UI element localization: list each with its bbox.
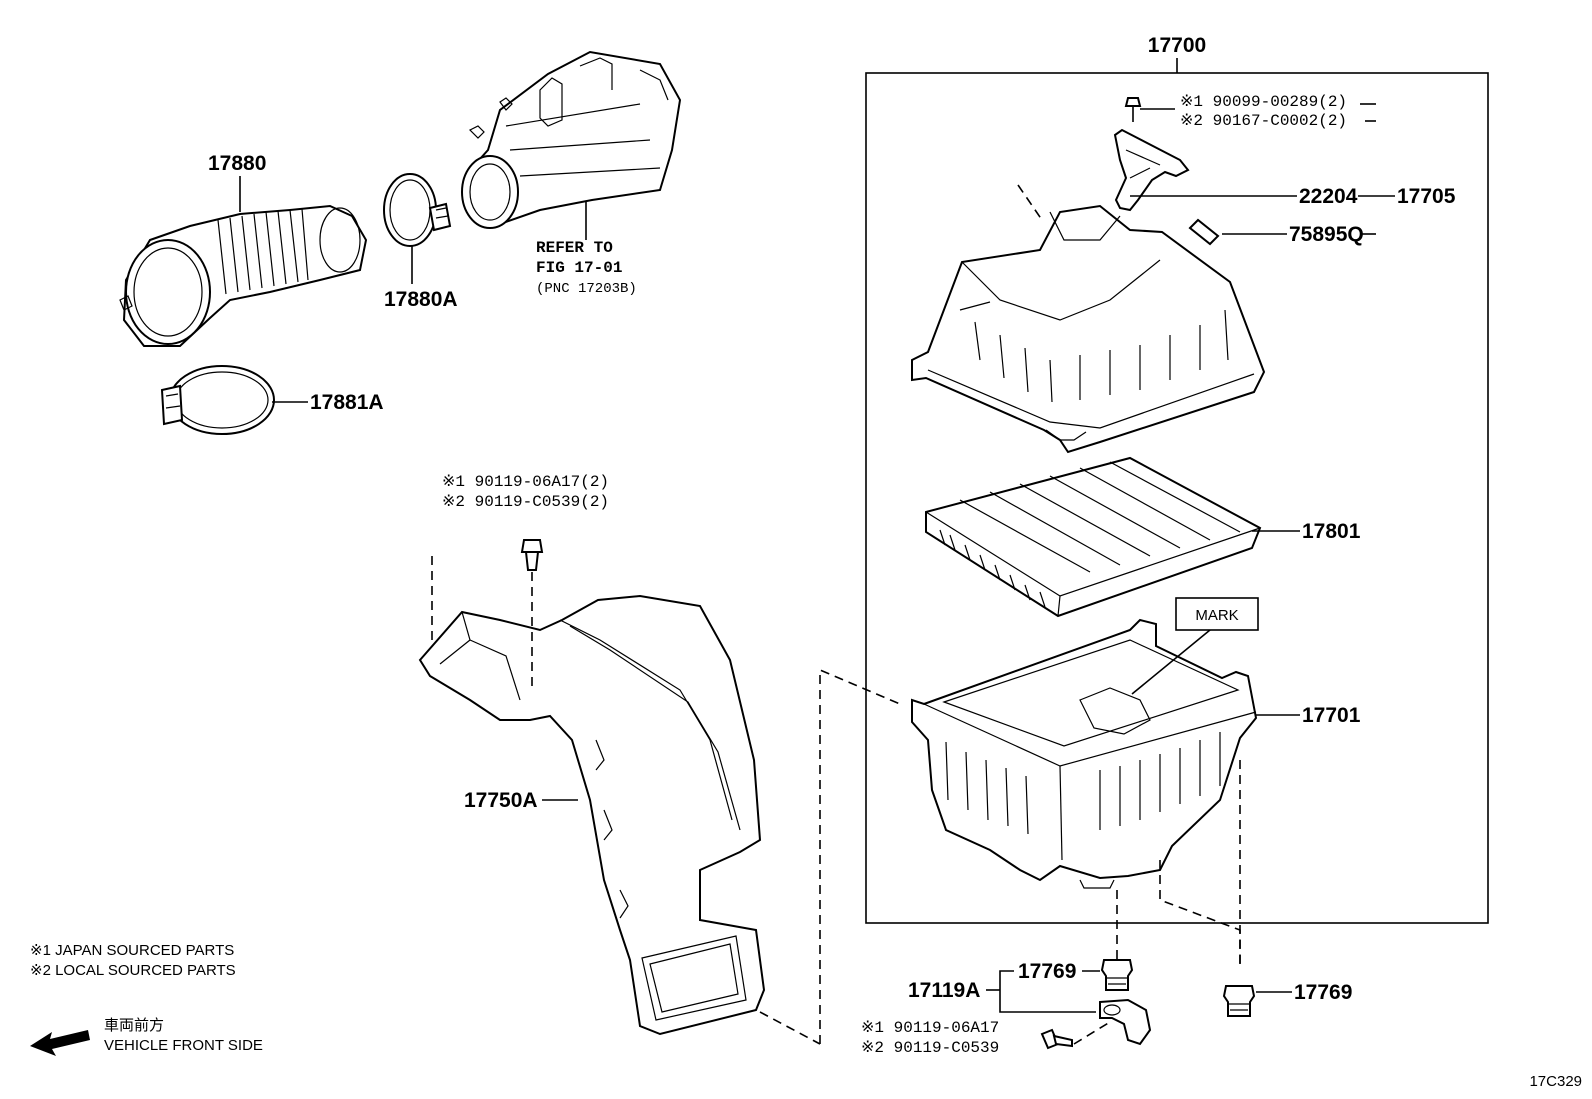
air-cleaner-cap xyxy=(911,204,1266,454)
front-label-jp: 車両前方 xyxy=(104,1017,164,1034)
part-17769-left-label: 17769 xyxy=(1018,960,1076,983)
part-17801-label: 17801 xyxy=(1302,520,1361,543)
part-75895q-label: 75895Q xyxy=(1289,223,1364,246)
grommet-17769-left xyxy=(1100,959,1134,991)
mark-label: MARK xyxy=(1195,607,1238,624)
bolt-bottom-1: ※1 90119-06A17 xyxy=(861,1019,999,1037)
air-filter-element-17801 xyxy=(925,456,1262,618)
throttle-body-reference xyxy=(461,50,682,229)
front-arrow-icon xyxy=(30,1030,90,1056)
note-japan-sourced: ※1 JAPAN SOURCED PARTS xyxy=(30,942,234,959)
bolt-bottom xyxy=(1040,1028,1073,1050)
hose-clamp-17880a xyxy=(383,173,452,247)
air-flow-sensor-22204 xyxy=(1113,97,1190,212)
label-sticker-75895q xyxy=(1188,218,1220,246)
inlet-duct-17750a xyxy=(418,594,766,1036)
air-cleaner-case-17701 xyxy=(911,618,1258,889)
part-17769-right-label: 17769 xyxy=(1294,981,1352,1004)
bolt-bottom-2: ※2 90119-C0539 xyxy=(861,1039,999,1057)
part-17705-label: 17705 xyxy=(1397,185,1456,208)
part-17700-label: 17700 xyxy=(1148,34,1206,57)
bolt-top-right-2: ※2 90167-C0002(2) xyxy=(1180,112,1347,130)
part-17701-label: 17701 xyxy=(1302,704,1361,727)
part-17880a-label: 17880A xyxy=(384,288,458,311)
mark-box xyxy=(1175,597,1259,631)
intake-hose-17880 xyxy=(119,204,368,347)
refer-line2: FIG 17-01 xyxy=(536,259,622,277)
part-22204-label: 22204 xyxy=(1299,185,1358,208)
bolt-duct-1: ※1 90119-06A17(2) xyxy=(442,473,609,491)
grommet-17769-right xyxy=(1222,985,1256,1017)
part-17880-label: 17880 xyxy=(208,152,266,175)
front-label-en: VEHICLE FRONT SIDE xyxy=(104,1037,263,1054)
bracket-17119a xyxy=(1099,998,1152,1046)
bolt-duct-2: ※2 90119-C0539(2) xyxy=(442,493,609,511)
part-17750a-label: 17750A xyxy=(464,789,538,812)
refer-line3: (PNC 17203B) xyxy=(536,281,637,297)
refer-line1: REFER TO xyxy=(536,239,613,257)
bolt-top-right-1: ※1 90099-00289(2) xyxy=(1180,93,1347,111)
hose-clamp-17881a xyxy=(160,365,275,435)
bolt-duct xyxy=(520,539,544,571)
figure-code: 17C329 xyxy=(1529,1073,1582,1090)
part-17119a-label: 17119A xyxy=(908,979,980,1002)
part-17881a-label: 17881A xyxy=(310,391,384,414)
note-local-sourced: ※2 LOCAL SOURCED PARTS xyxy=(30,962,236,979)
